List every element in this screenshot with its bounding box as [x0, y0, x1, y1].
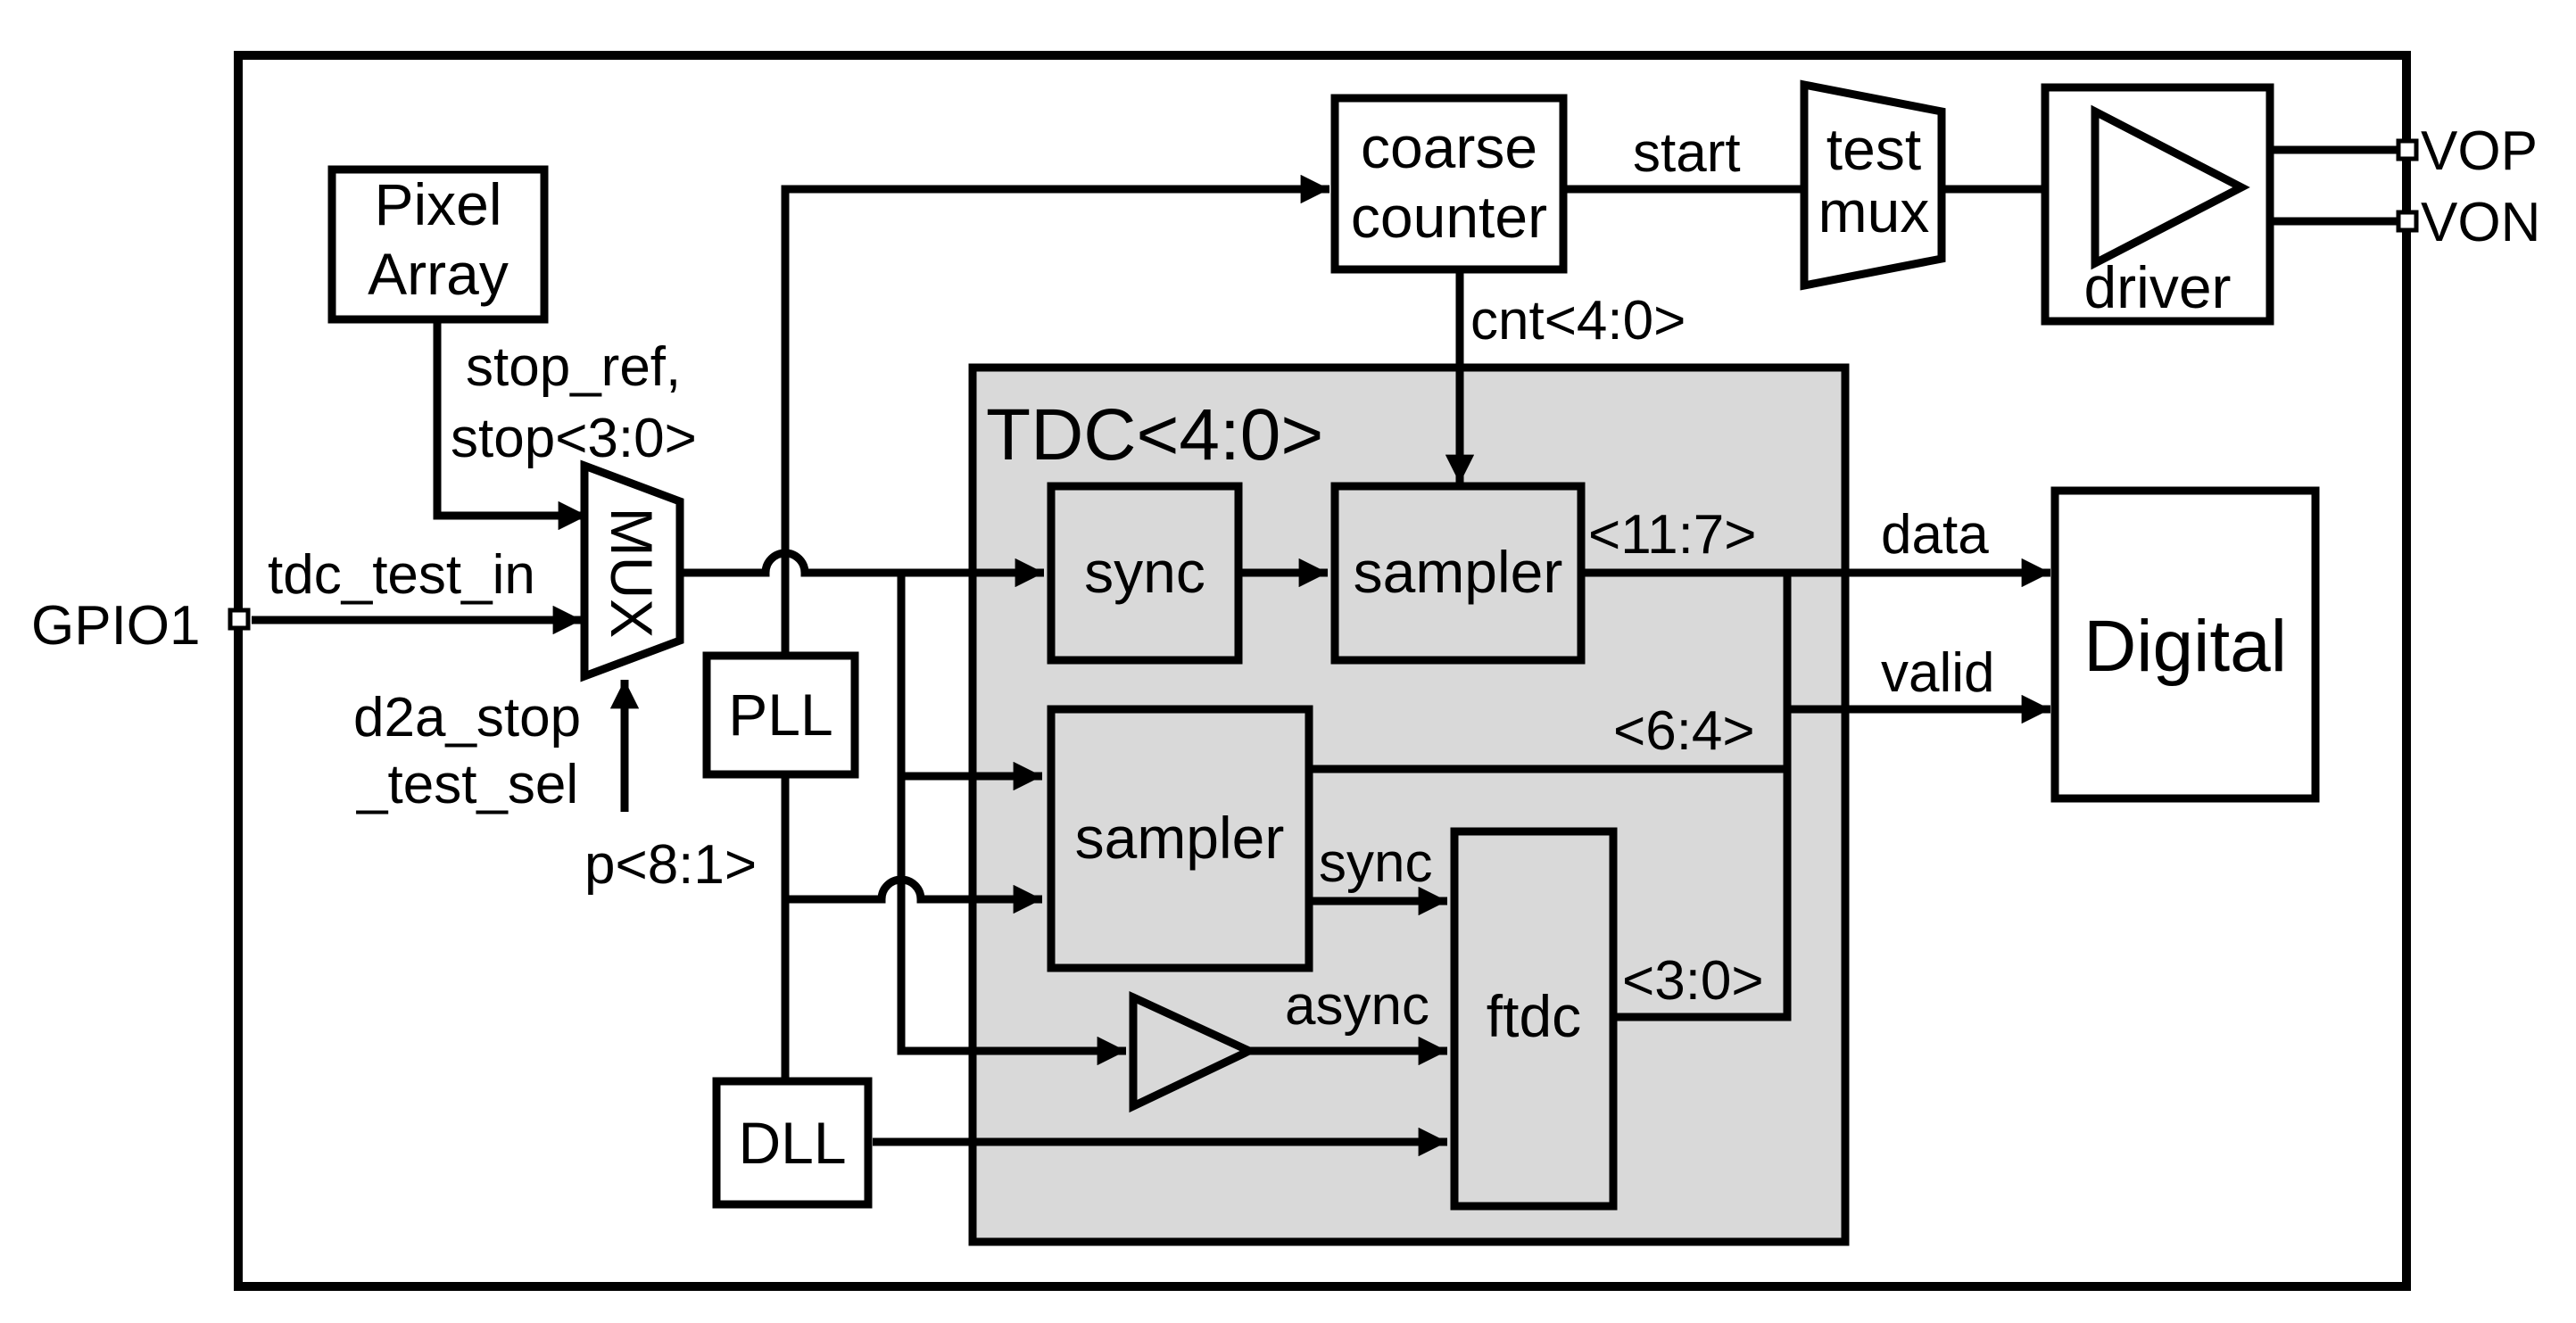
digital-block: [2050, 486, 2320, 803]
driver-label: driver: [2083, 254, 2231, 320]
bits-3-0-label: <3:0>: [1622, 950, 1764, 1012]
sampler-mid-block: [1047, 705, 1313, 972]
data-label: data: [1881, 504, 1989, 566]
pll-block: [702, 651, 859, 779]
pixel-array-label-2: Array: [368, 241, 509, 307]
mux-block: [580, 459, 684, 682]
sync-label: sync: [1084, 539, 1205, 605]
stop-ref-label: stop_ref,: [466, 336, 681, 398]
ftdc-label: ftdc: [1487, 983, 1581, 1049]
von-pad: [2396, 210, 2419, 233]
von-label: VON: [2421, 192, 2540, 253]
bits-11-7-label: <11:7>: [1588, 504, 1756, 566]
start-label: start: [1633, 122, 1741, 184]
dll-block: [712, 1077, 873, 1209]
vop-label: VOP: [2421, 120, 2538, 182]
bits-6-4-label: <6:4>: [1613, 700, 1755, 762]
driver-triangle: [2091, 104, 2250, 270]
gpio1-label: GPIO1: [31, 595, 201, 657]
pll-label: PLL: [728, 682, 832, 748]
vop-pad: [2396, 138, 2419, 161]
coarse-counter-label-2: counter: [1351, 184, 1547, 250]
p-bus-label: p<8:1>: [584, 834, 757, 896]
valid-label: valid: [1881, 642, 1995, 704]
mux-label: MUX: [599, 508, 665, 639]
sync-block: [1047, 482, 1243, 665]
digital-label: Digital: [2083, 606, 2287, 687]
async-signal-label: async: [1285, 975, 1429, 1037]
chip-boundary: [234, 51, 2411, 1291]
coarse-counter-label-1: coarse: [1361, 114, 1537, 180]
test-mux-block: [1800, 79, 1946, 291]
pixel-array-label-1: Pixel: [374, 171, 501, 237]
ftdc-block: [1450, 827, 1618, 1211]
d2a-label-2: _test_sel: [356, 754, 578, 815]
cnt-label: cnt<4:0>: [1470, 290, 1686, 351]
sampler-top-block: [1330, 482, 1586, 665]
d2a-label-1: d2a_stop: [353, 687, 581, 748]
sync-signal-label: sync: [1319, 832, 1432, 894]
pixel-array-block: [327, 165, 549, 324]
async-buffer: [1129, 990, 1259, 1113]
tdc-test-in-label: tdc_test_in: [268, 544, 535, 606]
tdc-label: TDC<4:0>: [986, 394, 1323, 475]
gpio1-pad: [228, 608, 251, 631]
test-mux-label-2: mux: [1818, 178, 1930, 244]
sampler-mid-label: sampler: [1075, 805, 1285, 871]
dll-label: DLL: [738, 1110, 846, 1176]
coarse-counter-block: [1330, 94, 1568, 274]
stop-label: stop<3:0>: [451, 408, 697, 469]
test-mux-label-1: test: [1826, 116, 1921, 182]
sampler-top-label: sampler: [1354, 539, 1563, 605]
